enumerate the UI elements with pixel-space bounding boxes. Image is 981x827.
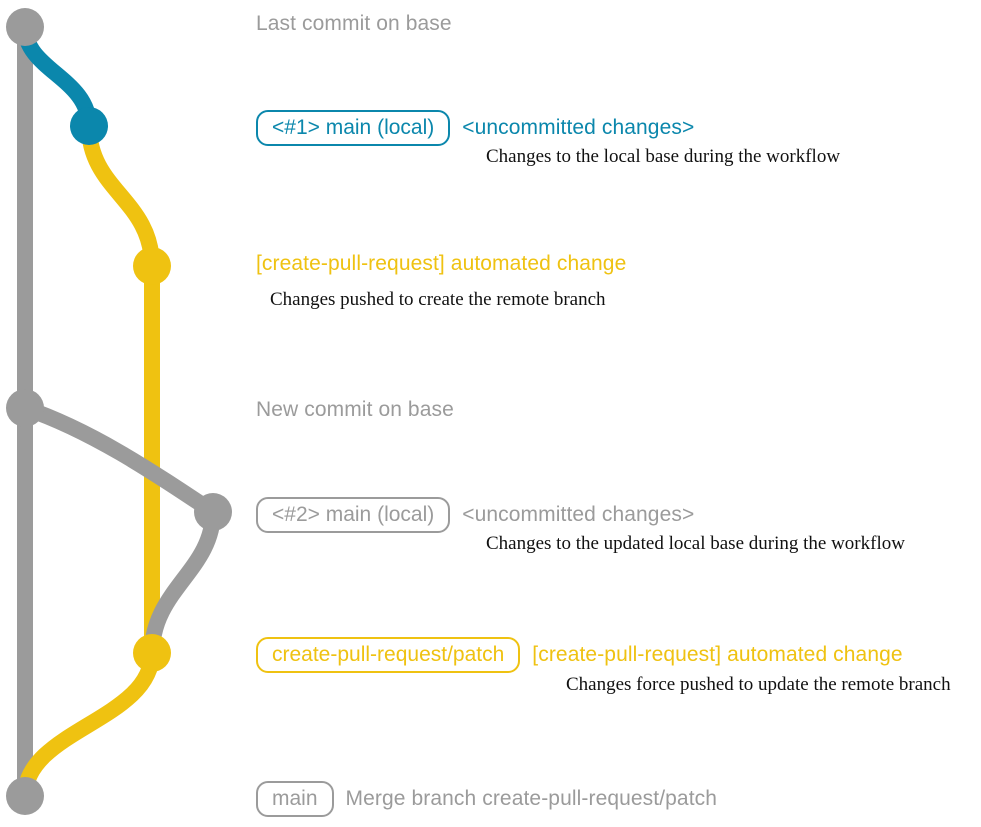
ref-pill-create-pull-request-patch[interactable]: create-pull-request/patch [256,637,521,673]
ref-pill-main[interactable]: main [256,781,334,817]
node-base-top [6,8,44,46]
commit-subject: <uncommitted changes> [462,503,695,526]
node-merge [6,777,44,815]
ref-pill-main-local-2[interactable]: <#2> main (local) [256,497,451,533]
edge-base-new-to-local-2 [17,400,221,520]
commit-subject: Merge branch create-pull-request/patch [345,787,718,810]
node-patch-1 [133,247,171,285]
commit-subject: <uncommitted changes> [462,116,695,139]
commit-subject: [create-pull-request] automated change [256,252,627,275]
edge-local-2-to-patch-2 [144,504,221,661]
commit-row-new-commit-on-base: New commit on base [256,398,454,422]
commit-subject: [create-pull-request] automated change [532,643,903,666]
commit-description-local-1: Changes to the local base during the wor… [486,146,841,167]
commit-row-local-1: <#1> main (local) <uncommitted changes> [256,110,694,146]
edge-patch-2-to-merge [17,645,160,804]
commit-row-automated-change-1: [create-pull-request] automated change [256,252,626,276]
ref-pill-main-local-1[interactable]: <#1> main (local) [256,110,451,146]
node-patch-2 [133,634,171,672]
node-local-1 [70,107,108,145]
commit-subject: New commit on base [256,398,454,421]
commit-row-merge: main Merge branch create-pull-request/pa… [256,781,717,817]
node-base-new [6,389,44,427]
commit-subject: Last commit on base [256,12,452,35]
commit-row-local-2: <#2> main (local) <uncommitted changes> [256,497,694,533]
commit-description-automated-change-1: Changes pushed to create the remote bran… [270,289,606,310]
node-local-2 [194,493,232,531]
commit-description-local-2: Changes to the updated local base during… [486,533,905,554]
edge-local-1-to-patch-1 [81,118,160,274]
commit-description-automated-change-2: Changes force pushed to update the remot… [566,674,951,695]
commit-row-automated-change-2: create-pull-request/patch [create-pull-r… [256,637,903,673]
commit-row-last-commit-on-base: Last commit on base [256,12,452,36]
